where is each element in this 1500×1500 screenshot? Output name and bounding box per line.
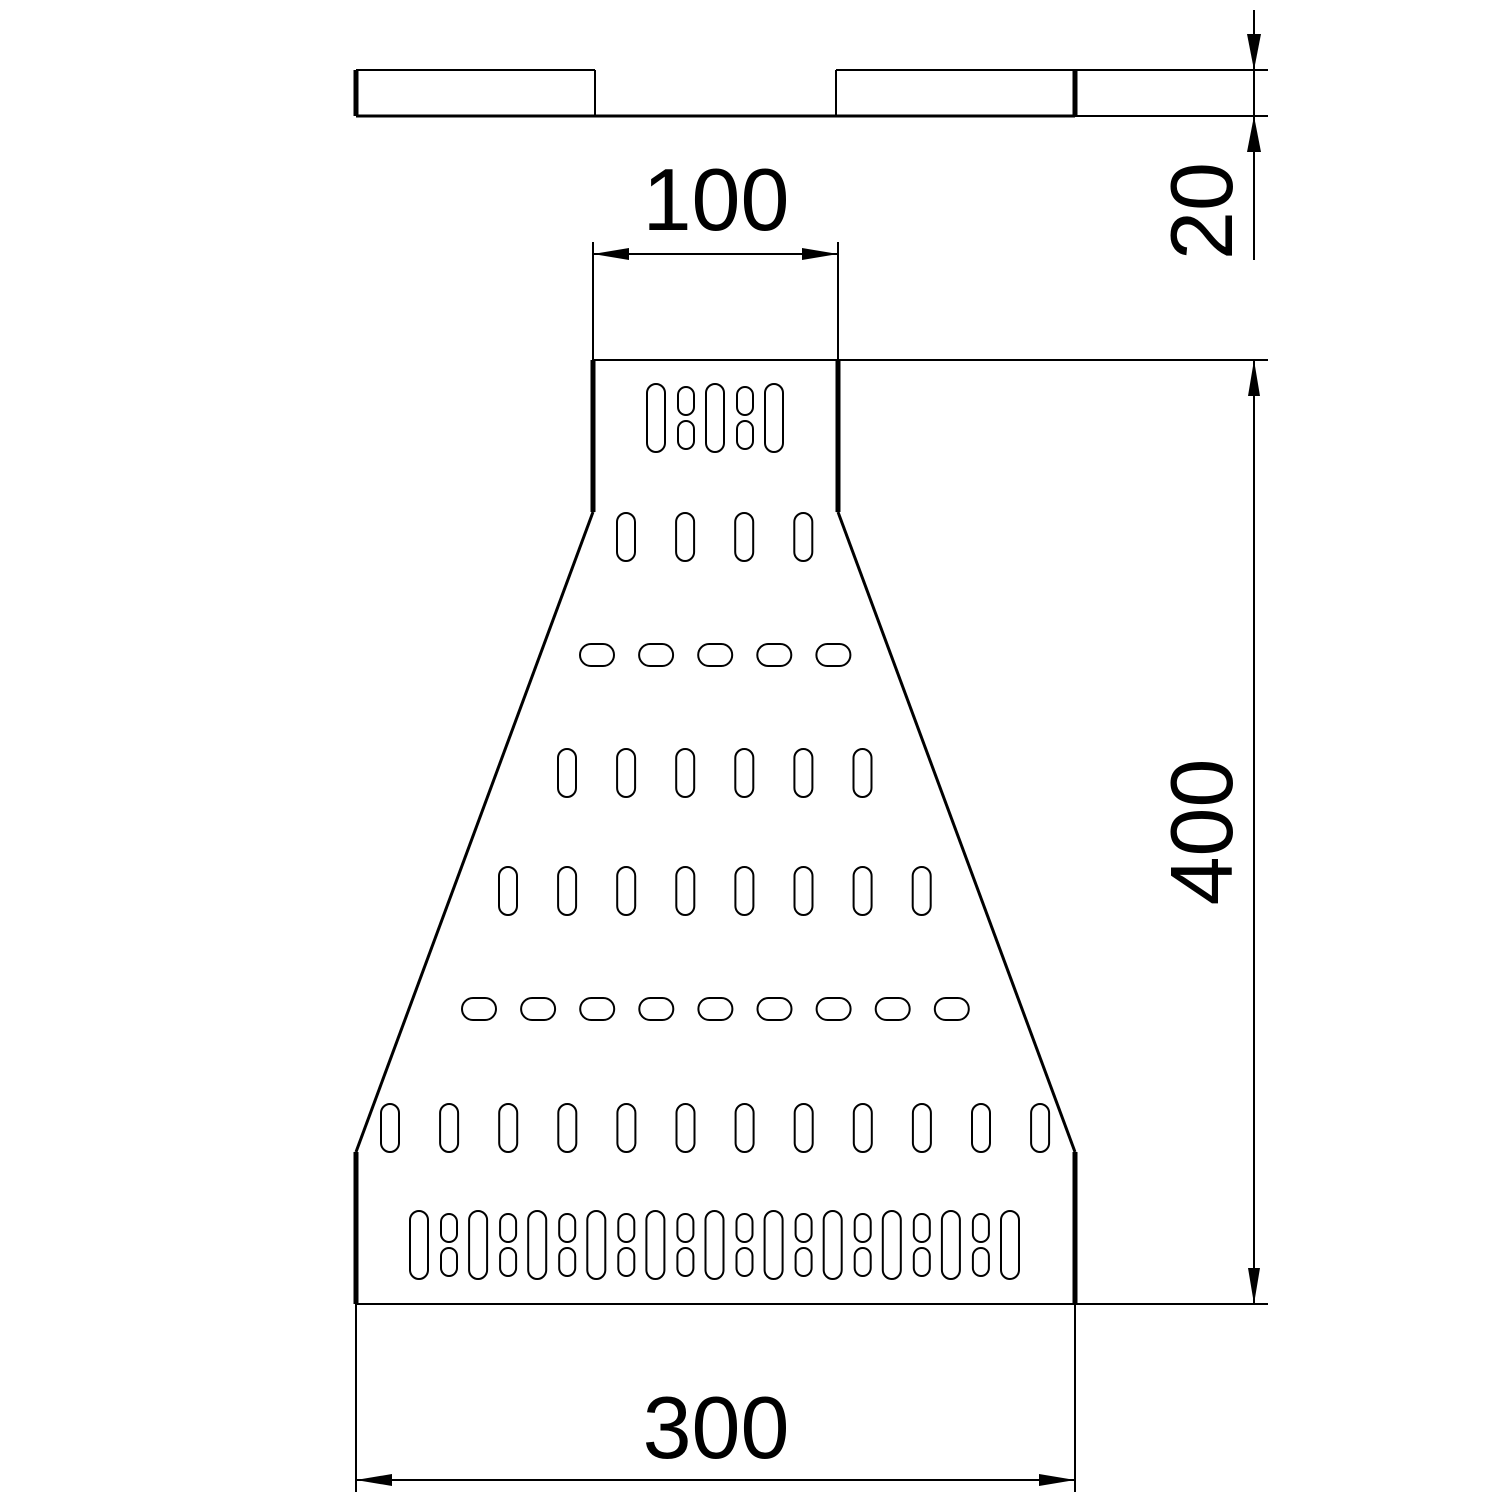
perforation-slot <box>756 643 793 667</box>
perforation-slot <box>616 512 636 562</box>
perforation-slot <box>852 866 873 916</box>
perforation-slot <box>793 748 814 798</box>
perforation-slot <box>1000 1210 1020 1280</box>
perforation-slot <box>911 1103 932 1153</box>
perforation-slot <box>912 1213 931 1243</box>
perforation-slot <box>520 997 557 1021</box>
perforation-slot <box>697 997 734 1021</box>
perforation-slot <box>697 643 734 667</box>
perforation-slot <box>756 997 793 1021</box>
perforation-slot <box>558 1213 577 1243</box>
perforation-slot <box>677 386 695 416</box>
perforation-slot <box>815 643 852 667</box>
perforation-slot <box>853 1213 872 1243</box>
perforation-slot <box>616 866 637 916</box>
perforation-slot <box>557 866 578 916</box>
perforation-slot <box>461 997 497 1021</box>
perforation-slot <box>579 643 615 667</box>
perforation-slot <box>676 1213 695 1243</box>
perforation-slot <box>763 1210 784 1280</box>
perforation-slot <box>558 1247 577 1277</box>
reducer-plate-outline <box>353 359 1078 1305</box>
perforation-slot <box>409 1210 429 1280</box>
perforation-slot <box>815 997 852 1021</box>
perforation-slot <box>440 1213 458 1243</box>
perforation-slot <box>794 1213 813 1243</box>
perforation-slot <box>704 1210 725 1280</box>
perforation-slot <box>735 1213 754 1243</box>
perforation-slot <box>971 1103 991 1153</box>
perforation-slot <box>468 1210 489 1280</box>
perforation-slot <box>705 383 725 453</box>
perforation-slot <box>499 1247 518 1277</box>
perforation-slot <box>881 1210 902 1280</box>
perforation-slot <box>735 1247 754 1277</box>
perforation-slot <box>440 1247 458 1277</box>
perforation-slot <box>794 1247 813 1277</box>
thickness-dimension: 20 <box>1075 10 1268 260</box>
top-width-dimension: 100 <box>592 150 839 360</box>
perforation-slot <box>793 512 814 562</box>
perforation-slot <box>675 1103 696 1153</box>
perforation-slot <box>579 997 616 1021</box>
perforation-slot <box>677 420 695 450</box>
perforation-slot <box>380 1103 400 1153</box>
perforation-pattern <box>380 383 1051 1280</box>
perforation-slot <box>852 748 873 798</box>
perforation-slot <box>638 643 675 667</box>
bottom-width-dimension: 300 <box>355 1304 1076 1492</box>
perforation-slot <box>527 1210 548 1280</box>
perforation-slot <box>638 997 675 1021</box>
perforation-slot <box>617 1213 636 1243</box>
perforation-slot <box>498 866 518 916</box>
perforation-slot <box>793 866 814 916</box>
perforation-slot <box>439 1103 460 1153</box>
height-dimension: 400 <box>838 359 1268 1305</box>
perforation-slot <box>736 420 754 450</box>
perforation-slot <box>971 1247 990 1277</box>
perforation-slot <box>734 748 755 798</box>
perforation-slot <box>586 1210 607 1280</box>
perforation-slot <box>940 1210 961 1280</box>
perforation-slot <box>498 1103 519 1153</box>
bottom-width-label: 300 <box>643 1378 790 1477</box>
perforation-slot <box>675 866 696 916</box>
perforation-slot <box>971 1213 990 1243</box>
perforation-slot <box>853 1247 872 1277</box>
perforation-slot <box>675 748 696 798</box>
height-label: 400 <box>1152 759 1251 906</box>
perforation-slot <box>734 512 755 562</box>
perforation-slot <box>911 866 932 916</box>
perforation-slot <box>764 383 784 453</box>
perforation-slot <box>933 997 970 1021</box>
perforation-slot <box>617 1247 636 1277</box>
arrow-up-icon <box>1247 116 1261 152</box>
perforation-slot <box>734 866 755 916</box>
arrow-down-icon <box>1247 34 1261 70</box>
perforation-slot <box>616 1103 637 1153</box>
thickness-label: 20 <box>1152 162 1251 260</box>
perforation-slot <box>616 748 637 798</box>
side-view-profile <box>353 69 1078 118</box>
perforation-slot <box>852 1103 873 1153</box>
perforation-slot <box>874 997 911 1021</box>
perforation-slot <box>646 383 666 453</box>
perforation-slot <box>793 1103 814 1153</box>
perforation-slot <box>822 1210 843 1280</box>
perforation-slot <box>676 1247 695 1277</box>
perforation-slot <box>736 386 754 416</box>
perforation-slot <box>912 1247 931 1277</box>
perforation-slot <box>557 1103 578 1153</box>
perforation-slot <box>1030 1103 1051 1153</box>
perforation-slot <box>645 1210 666 1280</box>
top-width-label: 100 <box>643 150 790 249</box>
perforation-slot <box>734 1103 755 1153</box>
perforation-slot <box>675 512 696 562</box>
perforation-slot <box>557 748 577 798</box>
perforation-slot <box>499 1213 518 1243</box>
